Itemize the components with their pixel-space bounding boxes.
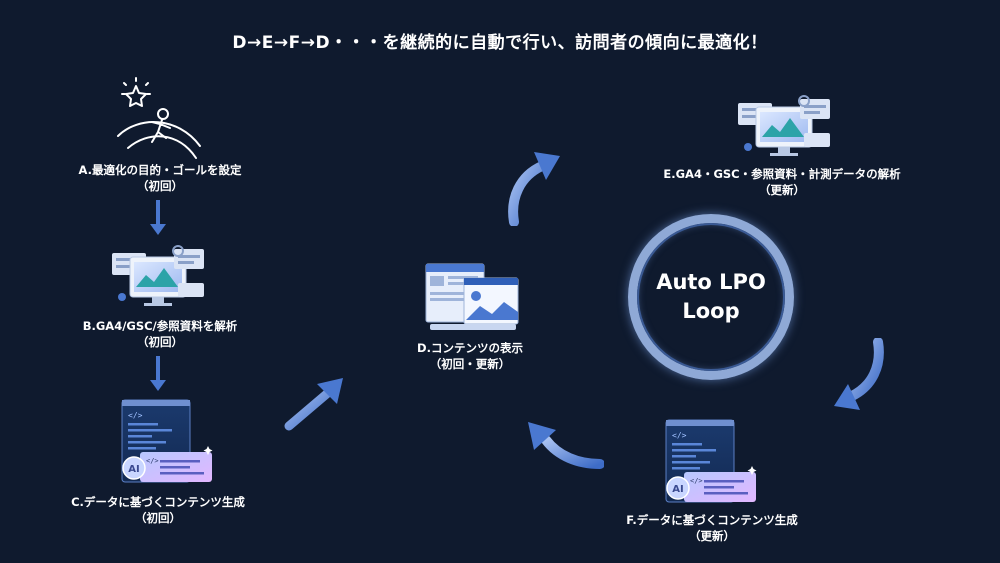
- svg-text:</>: </>: [690, 477, 703, 485]
- step-b-label: B.GA4/GSC/参照資料を解析 （初回）: [40, 318, 280, 350]
- analytics-dashboard-icon: [738, 95, 830, 156]
- step-c-title: C.データに基づくコンテンツ生成: [71, 495, 245, 509]
- step-b-title: B.GA4/GSC/参照資料を解析: [82, 319, 238, 333]
- goal-runner-icon: [117, 77, 201, 159]
- step-a-title: A.最適化の目的・ゴールを設定: [78, 163, 242, 177]
- step-a-note: （初回）: [137, 179, 183, 193]
- svg-text:</>: </>: [672, 431, 687, 440]
- step-d-title: D.コンテンツの表示: [417, 341, 523, 355]
- step-c-label: C.データに基づくコンテンツ生成 （初回）: [38, 494, 278, 526]
- loop-ring-inner: [637, 223, 785, 371]
- loop-label-line1: Auto LPO: [656, 270, 766, 294]
- content-display-icon: [425, 263, 519, 330]
- step-e-label: E.GA4・GSC・参照資料・計測データの解析 （更新）: [662, 166, 902, 198]
- loop-label-line2: Loop: [682, 299, 740, 323]
- svg-text:</>: </>: [128, 411, 143, 420]
- loop-label: Auto LPO Loop: [628, 268, 794, 326]
- analytics-dashboard-icon: [112, 245, 204, 306]
- loop-ring: [628, 214, 794, 380]
- step-f-label: F.データに基づくコンテンツ生成 （更新）: [592, 512, 832, 544]
- svg-text:AI: AI: [672, 484, 683, 495]
- step-f-title: F.データに基づくコンテンツ生成: [626, 513, 798, 527]
- ai-code-generation-icon: </> </> AI: [121, 399, 213, 483]
- step-b-note: （初回）: [137, 335, 183, 349]
- svg-text:AI: AI: [128, 464, 139, 475]
- step-d-label: D.コンテンツの表示 （初回・更新）: [350, 340, 590, 372]
- step-e-title: E.GA4・GSC・参照資料・計測データの解析: [663, 167, 901, 181]
- arrow-c-to-d: [284, 378, 343, 431]
- page-title: D→E→F→D・・・を継続的に自動で行い、訪問者の傾向に最適化！: [232, 33, 768, 53]
- svg-text:</>: </>: [146, 457, 159, 465]
- step-c-note: （初回）: [135, 511, 181, 525]
- step-a-label: A.最適化の目的・ゴールを設定 （初回）: [40, 162, 280, 194]
- step-f-note: （更新）: [689, 529, 735, 543]
- down-arrow-b-c: [150, 356, 166, 391]
- down-arrow-a-b: [150, 200, 166, 235]
- ai-code-generation-icon: </> </> AI: [665, 419, 757, 503]
- arrow-f-to-d: [528, 422, 604, 469]
- arrow-e-to-f: [834, 338, 884, 410]
- arrow-d-to-e: [508, 152, 560, 226]
- step-d-note: （初回・更新）: [429, 357, 511, 371]
- step-e-note: （更新）: [759, 183, 805, 197]
